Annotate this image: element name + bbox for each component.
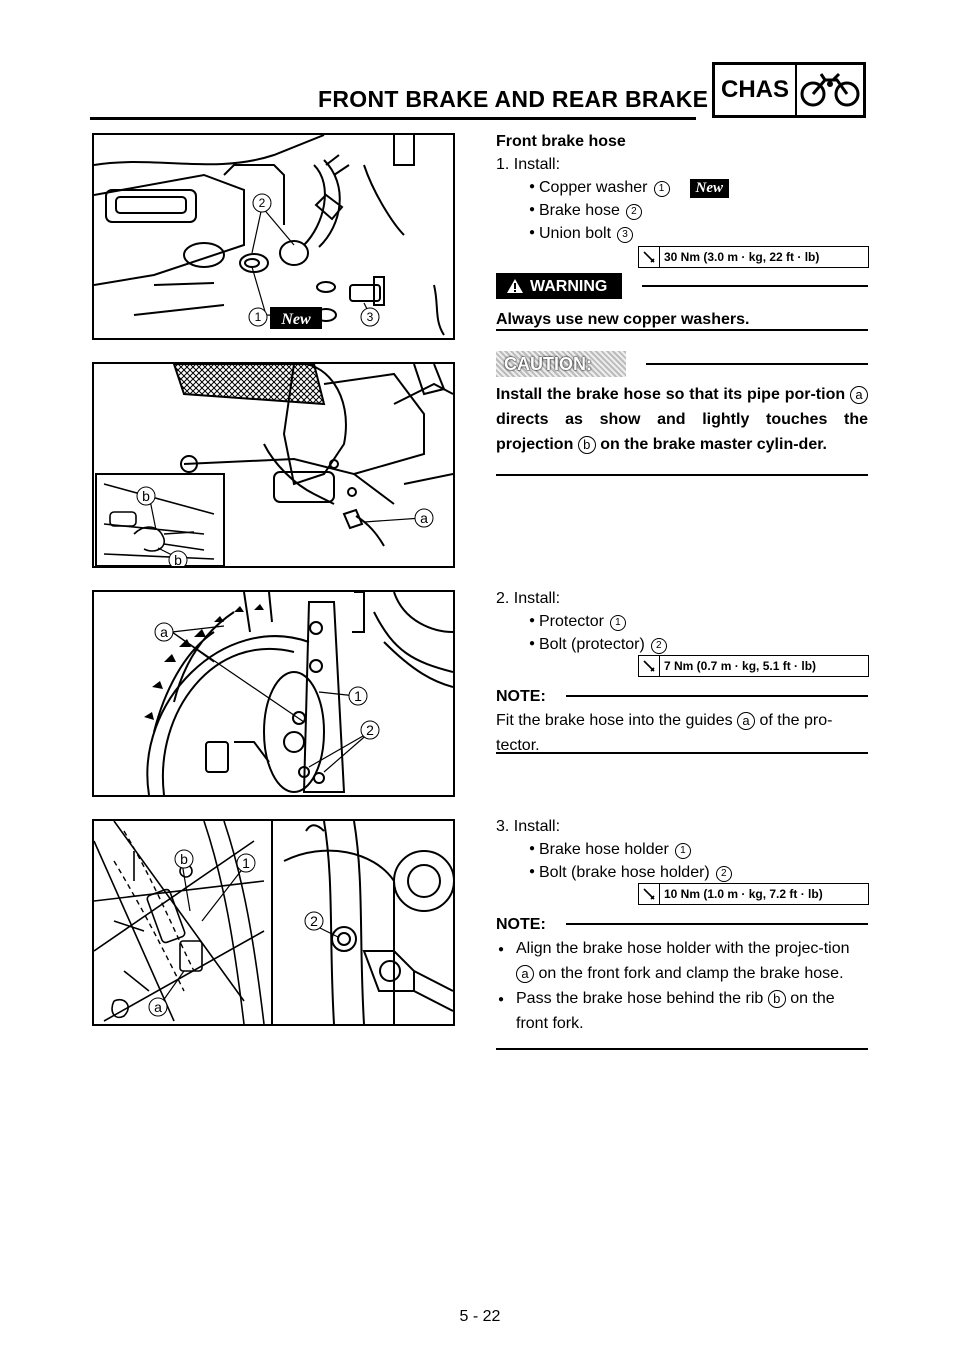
torque-spec: 30 Nm (3.0 m · kg, 22 ft · lb) bbox=[638, 246, 869, 268]
page-number: 5 - 22 bbox=[459, 1308, 501, 1325]
torque-spec: 7 Nm (0.7 m · kg, 5.1 ft · lb) bbox=[638, 655, 869, 677]
divider bbox=[496, 1048, 868, 1050]
figure-callout: 1 bbox=[255, 310, 262, 324]
note-block: NOTE: Fit the brake hose into the guides… bbox=[496, 684, 868, 758]
figure-master-cylinder: b b a bbox=[92, 362, 455, 568]
section-heading: Front brake hose bbox=[496, 133, 626, 150]
list-item: Bolt (brake hose holder)2 bbox=[496, 860, 868, 884]
figure-callout: 2 bbox=[259, 196, 266, 210]
caution-text: Install the brake hose so that its pipe … bbox=[496, 386, 868, 454]
step-2: 2. Install: bbox=[496, 590, 561, 607]
figure-callout: b bbox=[142, 488, 150, 504]
warning-triangle-icon bbox=[507, 279, 523, 293]
note-bullet: ●Pass the brake hose behind the rib b on… bbox=[496, 986, 868, 1036]
callout-ref: a bbox=[516, 965, 534, 983]
bullet-icon: ● bbox=[498, 994, 505, 1005]
list-item: Bolt (protector)2 bbox=[496, 632, 868, 656]
torque-value: 30 Nm (3.0 m · kg, 22 ft · lb) bbox=[664, 250, 820, 264]
figure-protector: a 1 2 bbox=[92, 590, 455, 797]
note-bullet: ●Align the brake hose holder with the pr… bbox=[496, 936, 868, 986]
callout-ref: b bbox=[577, 436, 596, 454]
item-marker: 2 bbox=[625, 204, 642, 220]
figure-callout: 2 bbox=[366, 722, 374, 738]
callout-ref: a bbox=[850, 386, 868, 404]
callout-ref: a bbox=[737, 712, 756, 730]
figure-callout: 1 bbox=[242, 855, 250, 871]
item-marker: 3 bbox=[617, 227, 634, 243]
torque-value: 7 Nm (0.7 m · kg, 5.1 ft · lb) bbox=[664, 659, 817, 673]
figure-brake-hose-holder: b 1 2 a bbox=[92, 819, 455, 1026]
figure-brake-hose-union: 2 1 3 New bbox=[92, 133, 455, 340]
torque-wrench-icon bbox=[639, 247, 660, 267]
torque-spec: 10 Nm (1.0 m · kg, 7.2 ft · lb) bbox=[638, 883, 869, 905]
new-tag: New bbox=[280, 311, 311, 328]
caution-block: CAUTION: Install the brake hose so that … bbox=[496, 350, 868, 457]
divider bbox=[565, 923, 868, 925]
warning-block: WARNING Always use new copper washers. bbox=[496, 272, 868, 331]
figure-callout: 3 bbox=[367, 310, 374, 324]
divider bbox=[565, 695, 868, 697]
figure-callout: 1 bbox=[354, 688, 362, 704]
note-text: Fit the brake hose into the guides a of … bbox=[496, 712, 833, 754]
step-3: 3. Install: bbox=[496, 818, 561, 835]
torque-wrench-icon bbox=[639, 884, 660, 904]
caution-badge: CAUTION: bbox=[496, 351, 626, 377]
note-label: NOTE: bbox=[496, 915, 546, 933]
figure-callout: a bbox=[420, 510, 428, 526]
callout-ref: b bbox=[767, 990, 786, 1008]
note-label: NOTE: bbox=[496, 687, 546, 705]
warning-text: Always use new copper washers. bbox=[496, 311, 750, 328]
warning-label: WARNING bbox=[530, 277, 608, 295]
note-block: NOTE: ●Align the brake hose holder with … bbox=[496, 912, 868, 1036]
divider bbox=[496, 329, 868, 331]
figure-callout: a bbox=[154, 999, 162, 1015]
figure-callout: 2 bbox=[310, 913, 318, 929]
divider bbox=[642, 285, 868, 287]
item-marker: 1 bbox=[674, 843, 691, 859]
item-marker: 2 bbox=[715, 866, 732, 882]
header-rule bbox=[90, 117, 696, 120]
torque-value: 10 Nm (1.0 m · kg, 7.2 ft · lb) bbox=[664, 887, 823, 901]
figure-callout: b bbox=[180, 851, 188, 867]
torque-wrench-icon bbox=[639, 656, 660, 676]
item-marker: 1 bbox=[609, 615, 626, 631]
new-tag: New bbox=[689, 179, 729, 198]
section-box: CHAS bbox=[712, 62, 866, 118]
step-1: 1. Install: bbox=[496, 156, 561, 173]
page-title: FRONT BRAKE AND REAR BRAKE bbox=[318, 86, 709, 112]
motorcycle-icon bbox=[797, 65, 863, 115]
section-front-brake-hose: Front brake hose 1. Install: Copper wash… bbox=[496, 130, 868, 245]
item-marker: 1 bbox=[653, 181, 670, 197]
divider bbox=[496, 752, 868, 754]
warning-badge: WARNING bbox=[496, 273, 622, 299]
item-marker: 2 bbox=[650, 638, 667, 654]
divider bbox=[646, 363, 868, 365]
bullet-icon: ● bbox=[498, 944, 505, 955]
figure-callout: b bbox=[174, 552, 182, 566]
divider bbox=[496, 474, 868, 476]
section-label: CHAS bbox=[715, 65, 797, 115]
figure-callout: a bbox=[160, 624, 168, 640]
